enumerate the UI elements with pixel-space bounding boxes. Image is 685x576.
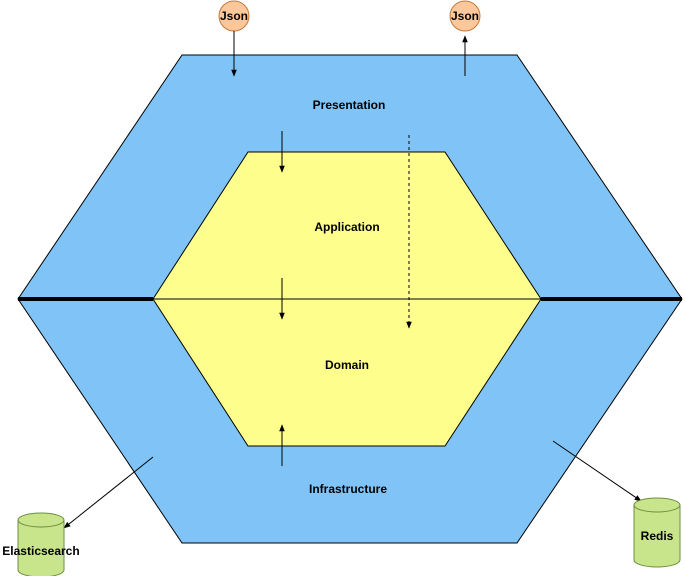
domain-label: Domain	[325, 358, 369, 372]
json-output-node: Json	[449, 0, 481, 32]
elasticsearch-database-icon: Elasticsearch	[2, 512, 80, 576]
redis-database-icon: Redis	[633, 497, 681, 568]
arrow-infrastructure-to-elasticsearch	[63, 456, 154, 529]
elasticsearch-label: Elasticsearch	[2, 544, 79, 558]
redis-label: Redis	[641, 529, 674, 543]
infrastructure-label: Infrastructure	[309, 482, 387, 496]
json-output-label: Json	[451, 9, 479, 23]
json-input-label: Json	[220, 9, 248, 23]
application-label: Application	[314, 220, 379, 234]
json-input-node: Json	[218, 0, 250, 32]
arrow-infrastructure-to-redis	[552, 440, 642, 502]
presentation-label: Presentation	[313, 98, 386, 112]
